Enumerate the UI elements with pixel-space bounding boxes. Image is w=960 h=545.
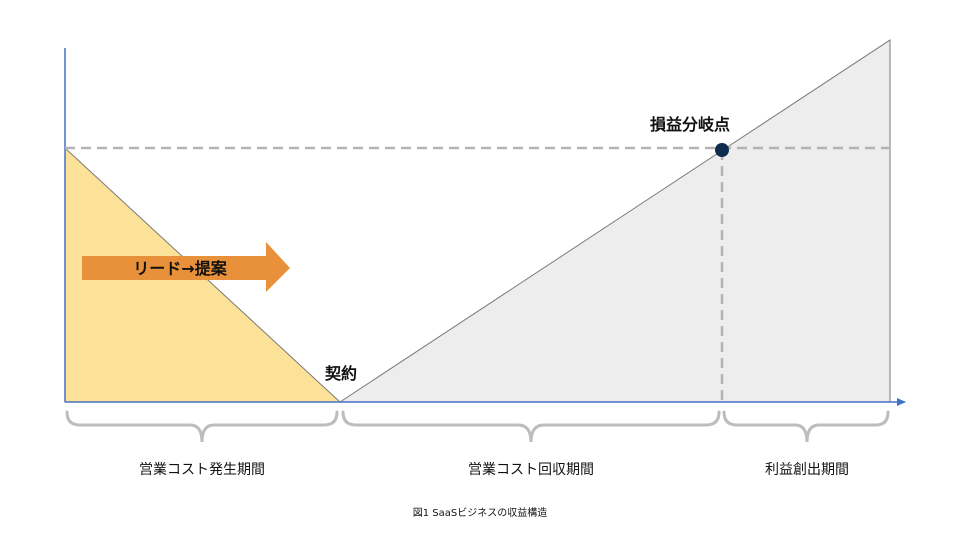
brace-profit-period bbox=[722, 410, 890, 443]
revenue-area bbox=[338, 39, 891, 403]
breakeven-point bbox=[715, 143, 729, 157]
period-label-profit: 利益創出期間 bbox=[765, 462, 849, 478]
brace-recovery-period bbox=[341, 410, 721, 443]
brace-cost-period bbox=[65, 410, 339, 443]
figure-caption: 図1 SaaSビジネスの収益構造 bbox=[413, 506, 548, 519]
lead-to-proposal-arrow bbox=[82, 242, 290, 292]
contract-label: 契約 bbox=[324, 364, 357, 383]
period-label-recovery: 営業コスト回収期間 bbox=[468, 462, 594, 478]
period-label-cost: 営業コスト発生期間 bbox=[139, 462, 265, 478]
lead-to-proposal-label: リード→提案 bbox=[133, 259, 227, 278]
breakeven-label: 損益分岐点 bbox=[650, 115, 730, 134]
